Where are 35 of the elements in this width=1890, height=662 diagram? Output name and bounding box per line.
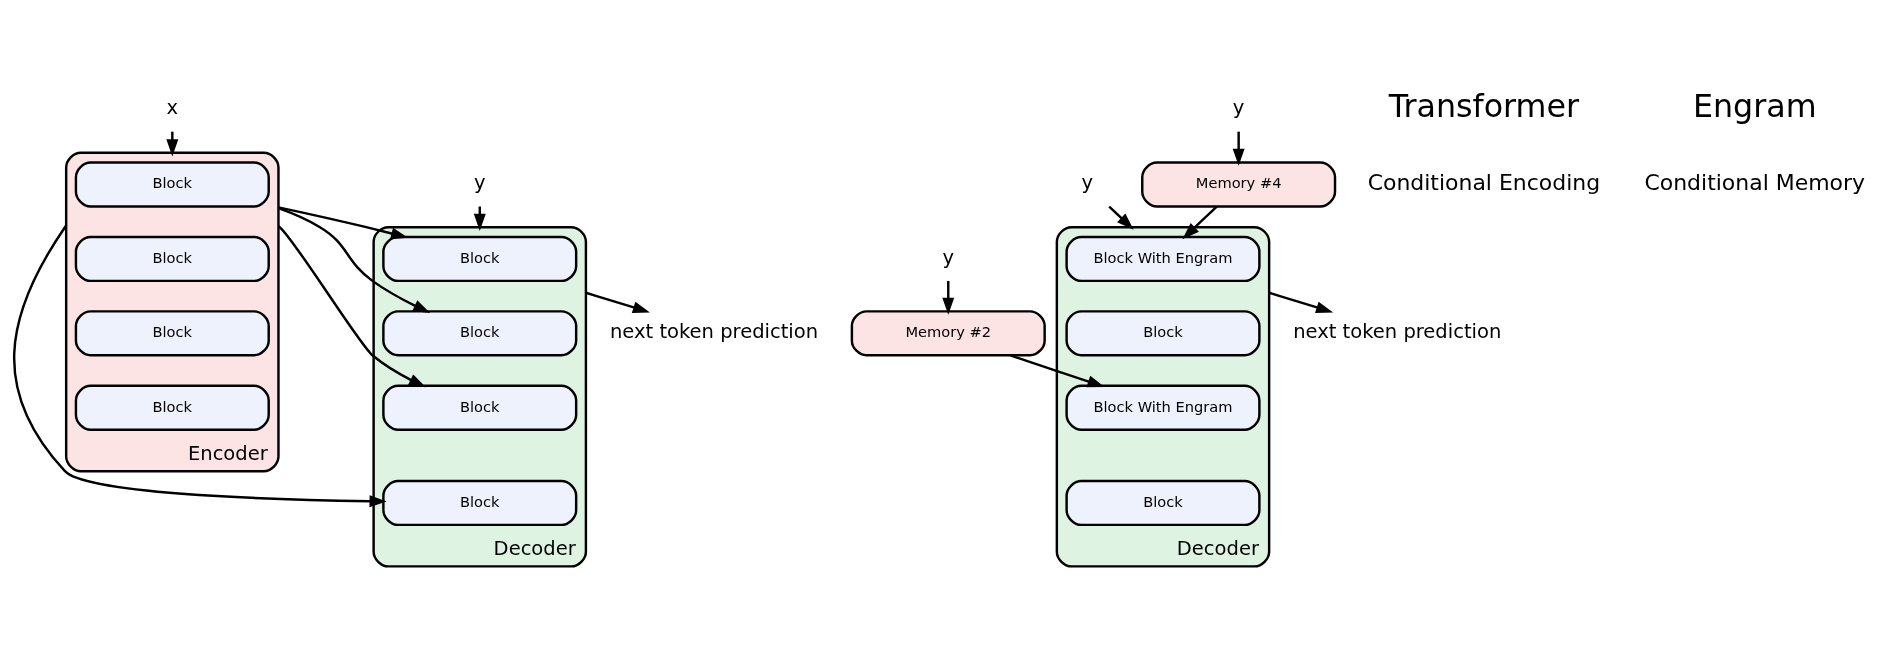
node-text: x	[166, 95, 179, 119]
label: Transformer	[1388, 87, 1580, 124]
node-box: Block	[382, 235, 578, 282]
arrow	[1268, 291, 1334, 313]
node-box: Block	[74, 235, 270, 282]
node-box: Block	[74, 160, 270, 208]
label: Conditional Memory	[1644, 169, 1866, 195]
node-text: y	[942, 245, 955, 269]
node-text: y	[473, 170, 486, 194]
node-box: Memory #2	[850, 309, 1046, 356]
node-box: Block With Engram	[1065, 235, 1261, 282]
arrow	[278, 206, 431, 313]
node-box: Block	[74, 309, 270, 356]
arrow	[585, 291, 650, 313]
node-text: y	[1232, 95, 1245, 119]
node-text: y	[1081, 170, 1094, 194]
arrow	[13, 224, 387, 507]
arrow	[278, 205, 409, 239]
node-box: Block	[382, 479, 578, 526]
node-box: Block With Engram	[1065, 384, 1261, 431]
node-box: Block	[1065, 309, 1261, 356]
node-box: Block	[382, 384, 578, 431]
arrow	[277, 224, 426, 387]
node-box: Memory #4	[1141, 160, 1337, 208]
arrow	[166, 131, 179, 156]
node-box: Block	[1065, 479, 1261, 526]
node-text: next token prediction	[609, 319, 819, 343]
node-box: Block	[382, 309, 578, 356]
arrow	[1182, 205, 1218, 239]
node-text: next token prediction	[1293, 319, 1502, 343]
node-box: Block	[74, 384, 270, 431]
arrow	[1010, 353, 1105, 387]
label: Conditional Encoding	[1367, 169, 1601, 195]
arrow	[1232, 131, 1245, 166]
label: Engram	[1692, 87, 1817, 124]
